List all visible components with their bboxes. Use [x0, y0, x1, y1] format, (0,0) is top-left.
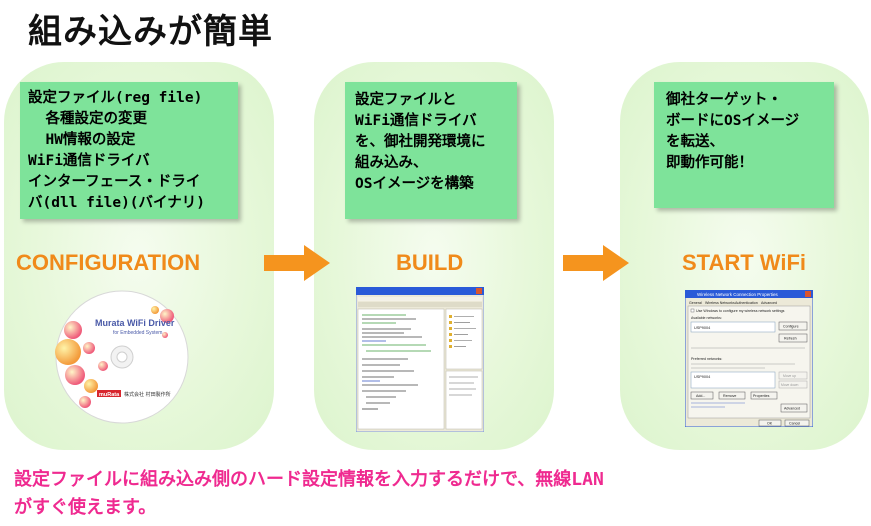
move-down-button: Move down	[781, 383, 798, 387]
footer-line: がすぐ使えます。	[14, 497, 157, 518]
build-note: 設定ファイルと WiFi通信ドライバ を、御社開発環境に 組み込み、 OSイメー…	[345, 82, 517, 219]
note-line: WiFi通信ドライバ	[355, 113, 477, 129]
note-line: 御社ターゲット・	[666, 92, 782, 108]
note-line: HW情報の設定	[28, 132, 136, 148]
configure-button: Configure	[783, 325, 799, 329]
note-line: 設定ファイルと	[355, 92, 457, 108]
stage-label-configuration: CONFIGURATION	[16, 250, 201, 275]
stage-label-build: BUILD	[396, 250, 464, 275]
move-up-button: Move up	[783, 374, 796, 378]
add-button: Add...	[696, 394, 705, 398]
cd-maker-logo: muRata	[99, 392, 120, 398]
note-line: バ(dll file)(バイナリ)	[28, 195, 205, 211]
preferred-networks-label: Preferred networks:	[691, 357, 722, 361]
available-networks-label: Available networks:	[691, 316, 722, 320]
wireless-dialog-screenshot: Wireless Network Connection Properties G…	[685, 290, 813, 427]
page-title: 組み込みが簡単	[28, 12, 273, 52]
ok-button: OK	[767, 422, 773, 426]
arrow-right-icon	[264, 245, 330, 281]
note-line: ボードにOSイメージ	[666, 113, 800, 129]
dialog-checkbox-label: Use Windows to configure my wireless net…	[696, 309, 785, 313]
cancel-button: Cancel	[789, 422, 800, 426]
advanced-button: Advanced	[784, 407, 800, 411]
footer-message: 設定ファイルに組み込み側のハード設定情報を入力するだけで、無線LAN がすぐ使え…	[14, 466, 604, 522]
preferred-network-item: USP9004	[694, 375, 710, 379]
driver-cd-image: Murata WiFi Driver for Embedded System m…	[55, 290, 189, 424]
dialog-title: Wireless Network Connection Properties	[697, 292, 779, 297]
note-line: 各種設定の変更	[28, 111, 147, 127]
available-network-item: USP9004	[694, 326, 710, 330]
refresh-button: Refresh	[784, 337, 797, 341]
note-line: 即動作可能！	[666, 155, 753, 171]
cd-maker-name: 株式会社 村田製作所	[124, 391, 171, 398]
stage-label-start-wifi: START WiFi	[682, 250, 807, 275]
note-line: 組み込み、	[355, 155, 428, 171]
properties-button: Properties	[753, 394, 770, 398]
arrow-right-icon	[563, 245, 629, 281]
ide-screenshot	[356, 287, 484, 432]
note-line: WiFi通信ドライバ	[28, 153, 150, 169]
tab-authentication: Authentication	[735, 301, 758, 305]
note-line: OSイメージを構築	[355, 176, 474, 192]
tab-general: General	[689, 301, 702, 305]
tab-wireless-networks: Wireless Networks	[705, 301, 735, 305]
tab-advanced: Advanced	[761, 301, 777, 305]
start-wifi-note: 御社ターゲット・ ボードにOSイメージ を転送、 即動作可能！	[654, 82, 834, 208]
cd-subtitle: for Embedded System	[113, 330, 162, 336]
note-line: インターフェース・ドライ	[28, 174, 201, 190]
note-line: 設定ファイル(reg file)	[28, 90, 203, 106]
cd-brand: Murata WiFi Driver	[95, 318, 175, 328]
configuration-note: 設定ファイル(reg file) 各種設定の変更 HW情報の設定 WiFi通信ド…	[20, 82, 238, 219]
note-line: を、御社開発環境に	[355, 134, 486, 150]
note-line: を転送、	[666, 134, 724, 150]
remove-button: Remove	[723, 394, 736, 398]
footer-line: 設定ファイルに組み込み側のハード設定情報を入力するだけで、無線LAN	[14, 469, 604, 490]
